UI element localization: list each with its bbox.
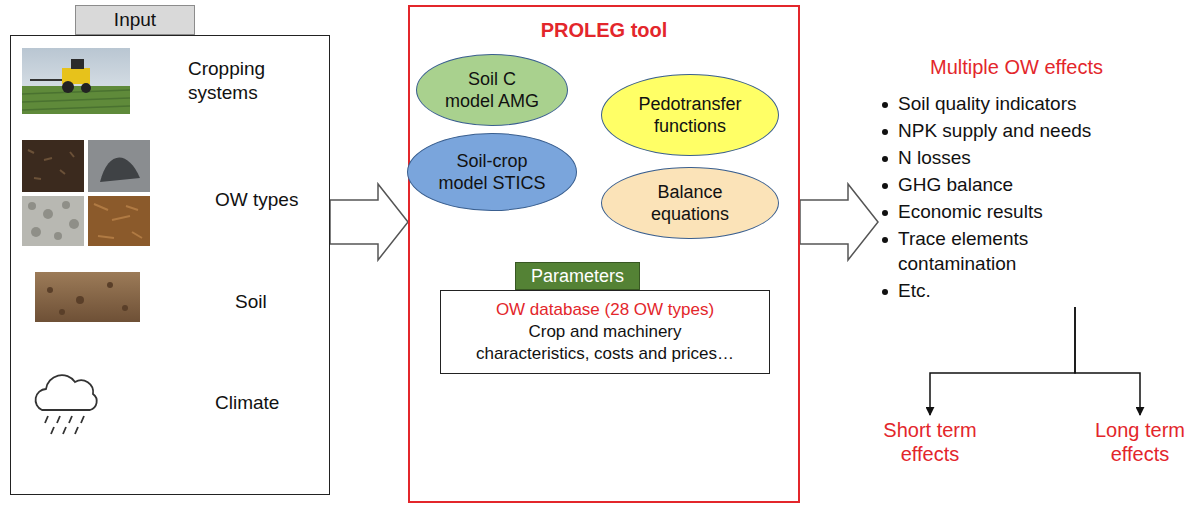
ow-photo (22, 140, 84, 192)
bullet-text: GHG balance (898, 172, 1123, 197)
bullet-text: NPK supply and needs (898, 118, 1123, 143)
bullet-text: Soil quality indicators (898, 91, 1123, 116)
tree-arrow (1075, 307, 1140, 415)
bullet-dot (882, 102, 888, 108)
tree-arrow (930, 307, 1075, 415)
block-arrow (330, 184, 408, 260)
ow-photo (88, 140, 150, 192)
effect-term: Short term effects (869, 418, 991, 466)
bullet-text: Etc. (898, 278, 1123, 303)
label-holder: OW types (215, 188, 325, 212)
field (22, 86, 130, 114)
clods (47, 282, 128, 315)
model-label: Balance equations (631, 181, 749, 225)
bullet-row: Soil quality indicators (878, 91, 1192, 116)
bullet-dot (882, 289, 888, 295)
bullet-dot (882, 156, 888, 162)
ow-photo (22, 196, 84, 246)
bullet-dot (882, 129, 888, 135)
bullet-text: N losses (898, 145, 1123, 170)
label-holder: Cropping systems (188, 57, 313, 105)
term-label: Long term effects (1079, 418, 1201, 466)
soil-photo (35, 272, 140, 322)
texture (94, 204, 142, 238)
parameter-text: Crop and machinery characteristics, cost… (471, 321, 739, 365)
soil (35, 272, 140, 322)
texture (28, 150, 74, 179)
label-holder: Soil (235, 290, 325, 314)
sky (22, 48, 130, 114)
effects-title: Multiple OW effects (930, 55, 1192, 79)
panel-tab: Input (75, 5, 195, 35)
ow-photos (22, 140, 150, 246)
rain (45, 416, 84, 434)
bullet-row: Trace elements contamination (878, 226, 1192, 276)
parameter-tab: Parameters (515, 262, 640, 290)
tractor-cab (71, 59, 84, 69)
model-label: Soil-crop model STICS (436, 150, 548, 194)
tractor-wheel (81, 83, 91, 93)
bullet-row: GHG balance (878, 172, 1192, 197)
parameter-box: ParametersOW database (28 OW types)Crop … (440, 262, 770, 374)
bullet-text: Economic results (898, 199, 1123, 224)
gravel (28, 201, 79, 240)
input-label: Soil (235, 290, 325, 314)
bullet-row: Etc. (878, 278, 1192, 303)
bullet-dot (882, 237, 888, 243)
sprayer-boom (30, 79, 64, 81)
bullet-row: N losses (878, 145, 1192, 170)
tool-frame: PROLEG toolSoil C model AMG Pedotransfer … (408, 5, 800, 503)
parameter-body: OW database (28 OW types)Crop and machin… (440, 290, 770, 374)
input-label: Climate (215, 391, 325, 415)
input-panel: InputCropping systems OW typesSoilClimate (10, 5, 330, 495)
bullet-dot (882, 210, 888, 216)
equation-ellipse: Balance equations (601, 167, 779, 239)
climate-icon (36, 375, 97, 434)
bullet-dot (882, 183, 888, 189)
tractor-wheel (62, 81, 74, 93)
model-ellipse: Soil-crop model STICS (407, 133, 576, 211)
model-label: Pedotransfer functions (631, 93, 749, 137)
texture (100, 157, 140, 182)
label-holder: Climate (215, 391, 325, 415)
panel-border (10, 35, 330, 495)
model-label: Soil C model AMG (442, 68, 542, 112)
input-label: Cropping systems (188, 57, 313, 105)
bullet-row: Economic results (878, 199, 1192, 224)
term-label: Short term effects (869, 418, 991, 466)
cropping-photo (22, 48, 130, 114)
input-label: OW types (215, 188, 325, 212)
field-rows (22, 90, 130, 110)
ow-photo (88, 196, 150, 246)
function-ellipse: Pedotransfer functions (601, 74, 779, 156)
block-arrow (800, 184, 878, 260)
effect-term: Long term effects (1079, 418, 1201, 466)
cloud (36, 375, 97, 410)
effects-list: Multiple OW effectsSoil quality indicato… (878, 55, 1192, 305)
model-ellipse: Soil C model AMG (416, 54, 568, 126)
database-title: OW database (28 OW types) (471, 299, 739, 321)
bullet-text: Trace elements contamination (898, 226, 1123, 276)
tool-title: PROLEG tool (410, 19, 798, 42)
bullet-row: NPK supply and needs (878, 118, 1192, 143)
